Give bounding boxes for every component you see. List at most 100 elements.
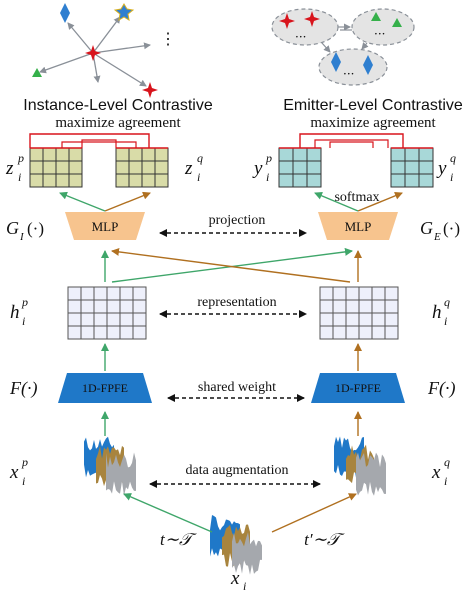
svg-text:i: i: [22, 474, 25, 488]
softmax-label: softmax: [334, 190, 379, 205]
grid-cell: [345, 299, 360, 314]
instance-title: Instance-Level Contrastive: [23, 97, 213, 114]
grid-cell: [93, 325, 108, 340]
grid-cell: [278, 147, 294, 162]
svg-text:i: i: [266, 170, 269, 184]
grid-cell: [390, 147, 406, 162]
svg-text:p: p: [17, 151, 24, 165]
label-G-E: G E (·): [420, 218, 460, 243]
svg-text:q: q: [450, 151, 456, 165]
label-x-i: x i: [230, 568, 246, 593]
waveform-layer: [232, 532, 262, 575]
grid-cell: [404, 147, 420, 162]
grid-cell: [371, 325, 386, 340]
grid-cell: [68, 147, 83, 162]
transform-right-label: t′∼𝒯: [304, 530, 345, 549]
label-y-p: y p i: [252, 151, 272, 184]
mlp-right-block: [318, 212, 398, 240]
grid-cell: [141, 147, 156, 162]
blue-star-icon: [113, 3, 135, 21]
grid-cell: [418, 173, 434, 188]
ellipsis-icon: ···: [295, 30, 306, 44]
projection-label: projection: [209, 213, 266, 228]
svg-text:h: h: [10, 302, 20, 323]
grid-cell: [80, 325, 95, 340]
svg-text:x: x: [230, 568, 240, 589]
ellipsis-icon: ···: [343, 67, 354, 81]
grid-cell: [80, 286, 95, 301]
instance-agreement-bracket: [81, 139, 117, 148]
svg-text:i: i: [197, 170, 200, 184]
hq-to-mlp-left-arrow: [111, 247, 351, 283]
svg-text:p: p: [21, 455, 28, 469]
y-q-grid: [390, 147, 434, 188]
fpfe-right-block: [311, 373, 405, 403]
grid-cell: [319, 325, 334, 340]
green-triangle-icon: [32, 68, 42, 77]
svg-text:E: E: [433, 231, 441, 243]
svg-text:i: i: [450, 170, 453, 184]
mlp-left-block: [65, 212, 145, 240]
grid-cell: [384, 299, 399, 314]
grid-cell: [119, 299, 134, 314]
mlp-to-yq-arrow: [357, 191, 403, 212]
svg-text:q: q: [197, 151, 203, 165]
svg-text:x: x: [9, 462, 19, 483]
grid-cell: [358, 299, 373, 314]
grid-cell: [332, 325, 347, 340]
svg-text:p: p: [21, 295, 28, 309]
grid-cell: [390, 173, 406, 188]
h-p-grid: [67, 286, 147, 340]
grid-cell: [132, 299, 147, 314]
grid-cell: [55, 147, 70, 162]
svg-text:q: q: [444, 295, 450, 309]
grid-cell: [332, 286, 347, 301]
waveform-layer: [106, 452, 136, 496]
svg-text:x: x: [431, 462, 441, 483]
grid-cell: [42, 147, 57, 162]
grid-cell: [93, 286, 108, 301]
grid-cell: [384, 312, 399, 327]
transform-left-label: t∼𝒯: [160, 530, 197, 549]
grid-cell: [55, 173, 70, 188]
grid-cell: [80, 312, 95, 327]
svg-text:p: p: [265, 151, 272, 165]
grid-cell: [141, 160, 156, 175]
emitter-subtitle: maximize agreement: [310, 115, 436, 131]
grid-cell: [132, 312, 147, 327]
green-triangle-icon: [371, 12, 381, 21]
grid-cell: [55, 160, 70, 175]
grid-cell: [106, 299, 121, 314]
grid-cell: [119, 325, 134, 340]
grid-cell: [404, 160, 420, 175]
grid-cell: [319, 299, 334, 314]
grid-cell: [278, 160, 294, 175]
grid-cell: [128, 160, 143, 175]
grid-cell: [384, 286, 399, 301]
grid-cell: [278, 173, 294, 188]
emitter-title: Emitter-Level Contrastive: [283, 97, 463, 114]
y-p-grid: [278, 147, 322, 188]
svg-text:(·): (·): [443, 219, 460, 238]
h-q-grid: [319, 286, 399, 340]
ellipsis-icon: ⋮: [160, 31, 176, 48]
grid-cell: [358, 312, 373, 327]
grid-cell: [29, 160, 44, 175]
grid-cell: [106, 312, 121, 327]
label-F-left: F(·): [9, 378, 37, 399]
grid-cell: [115, 173, 130, 188]
grid-cell: [67, 312, 82, 327]
svg-text:i: i: [243, 579, 246, 593]
grid-cell: [67, 286, 82, 301]
grid-cell: [128, 147, 143, 162]
grid-cell: [292, 160, 308, 175]
emitter-agreement-bracket: [329, 141, 374, 148]
fpfe-right-label: 1D-FPFE: [335, 381, 381, 395]
grid-cell: [119, 286, 134, 301]
shared-weight-label: shared weight: [198, 380, 276, 395]
grid-cell: [68, 173, 83, 188]
grid-cell: [306, 160, 322, 175]
ellipsis-icon: ···: [374, 27, 385, 41]
instance-subtitle: maximize agreement: [55, 115, 181, 131]
